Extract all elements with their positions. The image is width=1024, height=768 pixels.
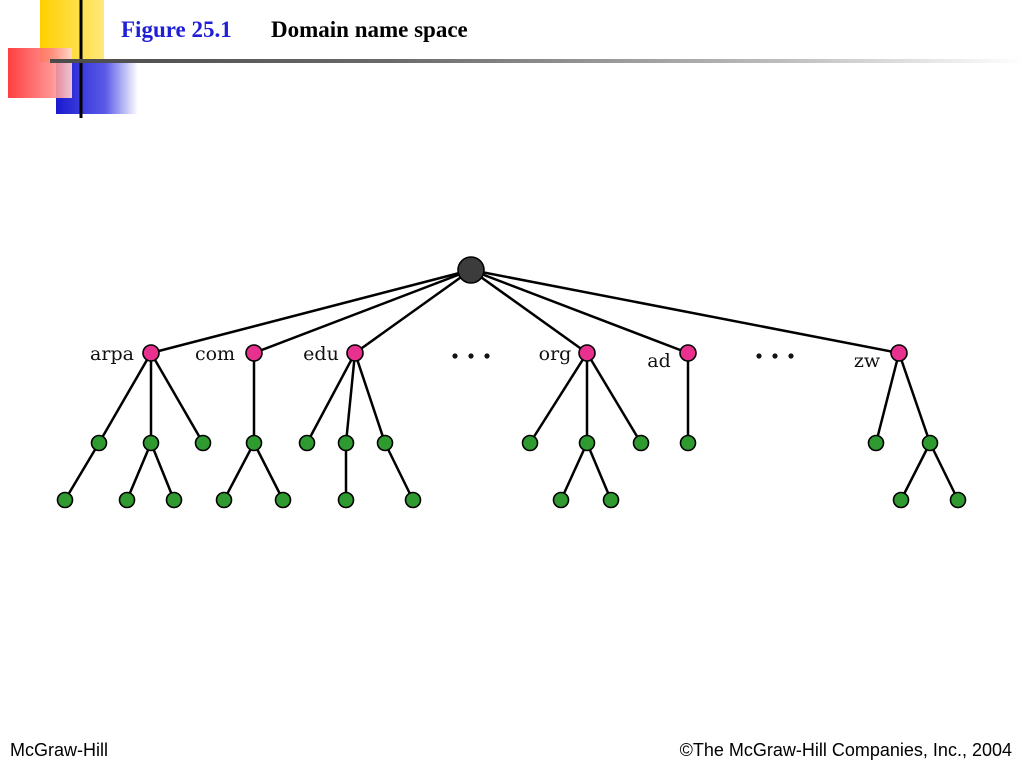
ellipsis-dot: [468, 353, 474, 359]
edge-root-edu: [354, 268, 472, 355]
subdomain-node: [194, 434, 212, 452]
edge-subdomain-child: [899, 442, 932, 501]
host-node: [118, 491, 136, 509]
domain-label-com: com: [195, 343, 235, 365]
host-node: [602, 491, 620, 509]
edge-subdomain-child: [149, 442, 176, 501]
subdomain-node: [90, 434, 108, 452]
subdomain-node: [337, 434, 355, 452]
edge-org-child: [528, 352, 589, 444]
edge-root-ad: [470, 268, 689, 355]
ellipsis-dot: [788, 353, 794, 359]
figure-number: Figure 25.1: [121, 17, 232, 42]
root-node: [457, 256, 485, 284]
subdomain-node: [142, 434, 160, 452]
ellipsis-dot: [452, 353, 458, 359]
edge-root-zw: [470, 268, 900, 355]
subdomain-node: [867, 434, 885, 452]
domain-node-org: [578, 344, 596, 362]
edge-zw-child: [897, 352, 932, 444]
subdomain-node: [376, 434, 394, 452]
domain-node-arpa: [142, 344, 160, 362]
ellipsis-dot: [772, 353, 778, 359]
edge-subdomain-child: [222, 442, 256, 501]
edge-org-child: [585, 352, 643, 444]
subdomain-node: [632, 434, 650, 452]
host-node: [552, 491, 570, 509]
footer-copyright: ©The McGraw-Hill Companies, Inc., 2004: [679, 740, 1012, 760]
edge-zw-child: [874, 352, 901, 444]
edge-arpa-child: [97, 352, 153, 444]
edge-subdomain-child: [928, 442, 960, 501]
edge-subdomain-child: [585, 442, 613, 501]
domain-node-zw: [890, 344, 908, 362]
domain-node-edu: [346, 344, 364, 362]
footer-publisher: McGraw-Hill: [10, 740, 108, 760]
edge-subdomain-child: [252, 442, 285, 501]
edge-root-org: [470, 268, 588, 355]
edge-arpa-child: [149, 352, 205, 444]
edge-root-arpa: [150, 268, 472, 355]
subdomain-node: [921, 434, 939, 452]
host-node: [892, 491, 910, 509]
host-node: [404, 491, 422, 509]
host-node: [949, 491, 967, 509]
host-node: [274, 491, 292, 509]
host-node: [215, 491, 233, 509]
edge-subdomain-child: [63, 442, 101, 501]
edge-root-com: [253, 268, 472, 355]
domain-node-com: [245, 344, 263, 362]
host-node: [56, 491, 74, 509]
domain-label-ad: ad: [647, 350, 671, 372]
subdomain-node: [245, 434, 263, 452]
domain-label-org: org: [539, 343, 572, 365]
title-underline: [50, 59, 1024, 63]
ellipsis-dot: [484, 353, 490, 359]
edge-subdomain-child: [559, 442, 589, 501]
subdomain-node: [679, 434, 697, 452]
edge-subdomain-child: [125, 442, 153, 501]
edge-subdomain-child: [383, 442, 415, 501]
domain-label-arpa: arpa: [90, 343, 134, 365]
domain-label-zw: zw: [854, 350, 881, 372]
edge-edu-child: [305, 352, 357, 444]
ellipsis-dot: [756, 353, 762, 359]
host-node: [337, 491, 355, 509]
domain-node-ad: [679, 344, 697, 362]
edge-edu-child: [344, 352, 357, 444]
subdomain-node: [298, 434, 316, 452]
subdomain-node: [578, 434, 596, 452]
host-node: [165, 491, 183, 509]
domain-label-edu: edu: [303, 343, 339, 365]
subdomain-node: [521, 434, 539, 452]
figure-title: Domain name space: [271, 17, 468, 42]
edge-edu-child: [353, 352, 387, 444]
